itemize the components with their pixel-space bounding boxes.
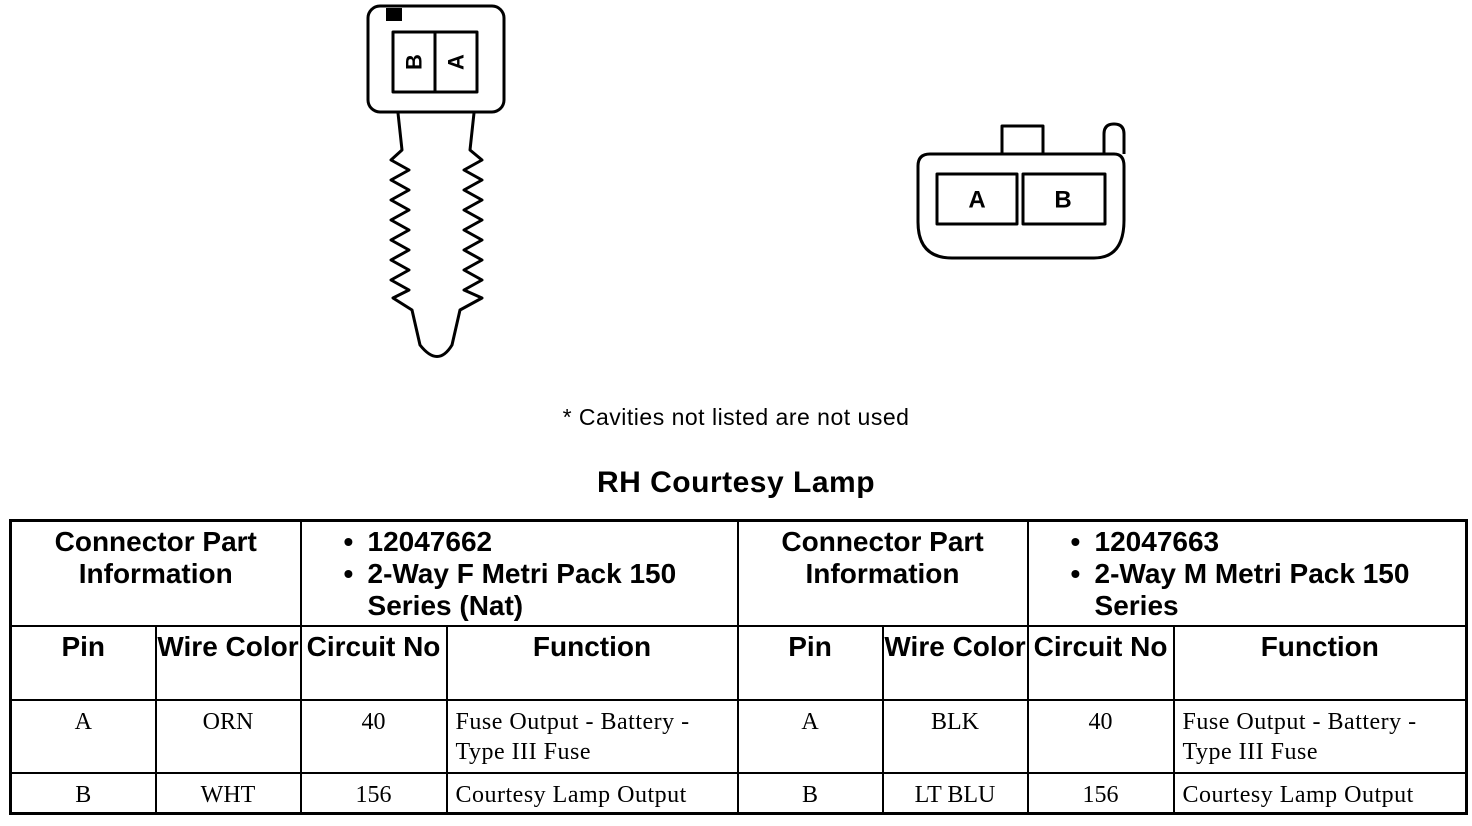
left-pin-cell: B — [9, 772, 157, 815]
right-circuit-no-header: Circuit No — [1026, 624, 1175, 702]
right-wire-color-cell: LT BLU — [881, 772, 1029, 815]
left-wire-color-cell: WHT — [154, 772, 302, 815]
left-part-info-label: Connector Part Information — [9, 519, 302, 627]
left-part-number: 12047662 — [342, 526, 731, 558]
right-part-info-label: Connector Part Information — [736, 519, 1029, 627]
left-connector-body — [366, 4, 506, 114]
left-cavity-label-b: B — [402, 54, 427, 70]
page-title: RH Courtesy Lamp — [596, 466, 876, 499]
left-pin-cell: A — [9, 699, 157, 775]
left-wire-color-cell: ORN — [154, 699, 302, 775]
right-cavity-label-a: A — [968, 187, 985, 214]
left-cavity-label-a: A — [444, 54, 469, 70]
unused-cavities-note: * Cavities not listed are not used — [562, 404, 910, 430]
right-cavity-b-box — [1021, 172, 1107, 226]
right-wire-color-cell: BLK — [881, 699, 1029, 775]
right-pin-cell: B — [736, 772, 884, 815]
left-circuit-no-cell: 40 — [299, 699, 448, 775]
right-part-info: 12047663 2-Way M Metri Pack 150 Series — [1026, 519, 1468, 627]
right-pin-cell: A — [736, 699, 884, 775]
right-connector-tab — [1000, 124, 1045, 156]
right-function-header: Function — [1172, 624, 1468, 702]
right-circuit-no-cell: 40 — [1026, 699, 1175, 775]
right-function-cell: Fuse Output - Battery - Type III Fuse — [1172, 699, 1468, 775]
right-connector-body — [916, 152, 1126, 260]
left-function-header: Function — [445, 624, 739, 702]
left-part-description: 2-Way F Metri Pack 150 Series (Nat) — [342, 558, 731, 622]
right-part-description: 2-Way M Metri Pack 150 Series — [1069, 558, 1460, 622]
table-row: B WHT 156 Courtesy Lamp Output B LT BLU … — [9, 772, 1468, 815]
column-header-row: Pin Wire Color Circuit No Function Pin W… — [9, 624, 1468, 702]
left-circuit-no-cell: 156 — [299, 772, 448, 815]
pinout-table: Connector Part Information 12047662 2-Wa… — [9, 519, 1469, 815]
left-function-cell: Fuse Output - Battery - Type III Fuse — [445, 699, 739, 775]
part-info-row: Connector Part Information 12047662 2-Wa… — [9, 519, 1468, 627]
left-part-info: 12047662 2-Way F Metri Pack 150 Series (… — [299, 519, 739, 627]
table-row: A ORN 40 Fuse Output - Battery - Type II… — [9, 699, 1468, 775]
right-part-number: 12047663 — [1069, 526, 1460, 558]
left-function-cell: Courtesy Lamp Output — [445, 772, 739, 815]
right-connector: A B — [916, 122, 1126, 260]
right-wire-color-header: Wire Color — [881, 624, 1029, 702]
right-cavity-label-b: B — [1054, 187, 1071, 214]
right-function-cell: Courtesy Lamp Output — [1172, 772, 1468, 815]
right-circuit-no-cell: 156 — [1026, 772, 1175, 815]
right-connector-latch — [1102, 122, 1126, 154]
left-circuit-no-header: Circuit No — [299, 624, 448, 702]
left-pin-header: Pin — [9, 624, 157, 702]
left-connector-boot — [389, 112, 484, 358]
left-connector-key — [386, 8, 402, 21]
right-cavity-a-box — [935, 172, 1019, 226]
left-connector: B A — [366, 4, 506, 358]
right-pin-header: Pin — [736, 624, 884, 702]
left-wire-color-header: Wire Color — [154, 624, 302, 702]
